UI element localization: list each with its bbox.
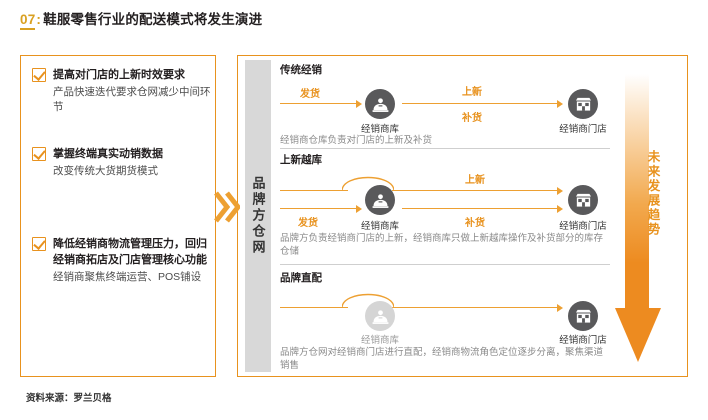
flow-row-title: 上新越库 (280, 154, 322, 166)
flow-line (402, 208, 560, 210)
row-divider (280, 264, 610, 265)
store-icon (568, 185, 598, 215)
drivers-list: 提高对门店的上新时效要求 产品快速迭代要求仓网减少中间环节 掌握终端真实动销数据… (21, 56, 215, 376)
page-title-number: 07 (20, 12, 36, 30)
source-note: 资料来源：罗兰贝格 (26, 393, 112, 404)
list-item-desc: 产品快速迭代要求仓网减少中间环节 (53, 86, 211, 113)
store-icon (568, 301, 598, 331)
store-icon (568, 89, 598, 119)
trend-label: 未来发展趋势 (645, 150, 660, 237)
checkbox-checked-icon (32, 237, 46, 251)
node-label: 经销商库 (360, 221, 399, 232)
list-item: 降低经销商物流管理压力，回归经销商拓店及门店管理核心功能 经销商聚焦终端运营、P… (32, 236, 212, 285)
warehouse-icon (365, 185, 395, 215)
flow-arrowhead-icon (557, 99, 563, 108)
flow-row-note: 品牌方负责经销商门店的上新，经销商库只做上新越库操作及补货部分的库存仓储 (280, 233, 604, 257)
list-item-title: 降低经销商物流管理压力，回归经销商拓店及门店管理核心功能 (53, 238, 207, 266)
flow-arrowhead-icon (557, 204, 563, 213)
flow-row-title: 传统经销 (280, 64, 322, 76)
flow-line (392, 307, 560, 309)
warehouse-glyph (372, 97, 388, 112)
warehouse-icon (365, 89, 395, 119)
flow-row-direct: 品牌直配 经销商库 经销商门店 品牌方仓网对经销商门店进行直配，经销商物流角色定… (280, 270, 610, 371)
flow-row-title: 品牌直配 (280, 272, 322, 284)
list-item-header: 降低经销商物流管理压力，回归经销商拓店及门店管理核心功能 (32, 236, 212, 268)
node-label: 经销商库 (360, 124, 399, 135)
flow-tag: 补货 (465, 218, 485, 229)
flow-tag: 上新 (462, 87, 482, 98)
node-label: 经销商门店 (559, 124, 607, 135)
page-title-text: 鞋服零售行业的配送模式将发生演进 (43, 12, 263, 27)
flow-row-note: 品牌方仓网对经销商门店进行直配，经销商物流角色定位逐步分离，聚焦渠道销售 (280, 347, 604, 371)
flow-arrowhead-icon (356, 99, 362, 108)
list-item: 提高对门店的上新时效要求 产品快速迭代要求仓网减少中间环节 (32, 67, 212, 115)
flow-arrowhead-icon (356, 204, 362, 213)
node-label: 经销商门店 (559, 221, 607, 232)
warehouse-icon (365, 301, 395, 331)
flow-line (280, 190, 348, 192)
node-label: 经销商门店 (559, 335, 607, 346)
flow-row-traditional: 传统经销 发货 经销商库 上新 补货 经销商门店 经销商仓库负责对门店的上新及补… (280, 62, 610, 148)
brand-warehouse-network-label: 品牌方仓网 (250, 176, 266, 256)
list-item-title: 掌握终端真实动销数据 (53, 148, 163, 160)
list-item-header: 提高对门店的上新时效要求 (32, 67, 212, 83)
flow-arrowhead-icon (557, 303, 563, 312)
bypass-arc (342, 176, 394, 192)
warehouse-glyph (372, 309, 388, 324)
list-item-title: 提高对门店的上新时效要求 (53, 69, 185, 81)
flow-line (402, 103, 560, 105)
flow-line (392, 190, 560, 192)
list-item-desc: 改变传统大货期货模式 (53, 165, 158, 177)
store-glyph (575, 97, 591, 111)
flow-line (280, 307, 348, 309)
flow-arrowhead-icon (557, 186, 563, 195)
flow-tag: 上新 (465, 175, 485, 186)
flow-row-crossdock: 上新越库 上新 发货 补货 经销商库 经销商门店 品牌方负责经销商门店的上新，经 (280, 152, 610, 258)
checkbox-checked-icon (32, 147, 46, 161)
store-glyph (575, 193, 591, 207)
node-label: 经销商库 (360, 335, 399, 346)
warehouse-glyph (372, 193, 388, 208)
double-chevron-right-icon (214, 191, 240, 223)
flow-row-note: 经销商仓库负责对门店的上新及补货 (280, 135, 433, 146)
flow-panel (237, 55, 688, 377)
list-item-desc: 经销商聚焦终端运营、POS铺设 (53, 271, 202, 283)
brand-warehouse-network-bar: 品牌方仓网 (245, 60, 271, 372)
store-glyph (575, 309, 591, 323)
checkbox-checked-icon (32, 68, 46, 82)
page-title: 07:鞋服零售行业的配送模式将发生演进 (20, 8, 263, 30)
flow-tag: 补货 (462, 113, 482, 124)
page-title-colon: : (36, 12, 42, 27)
flow-line (280, 208, 358, 210)
drivers-panel: 提高对门店的上新时效要求 产品快速迭代要求仓网减少中间环节 掌握终端真实动销数据… (20, 55, 216, 377)
flow-tag: 发货 (298, 218, 318, 229)
list-item-header: 掌握终端真实动销数据 (32, 146, 212, 162)
flow-tag: 发货 (300, 89, 320, 100)
row-divider (280, 148, 610, 149)
flow-line (280, 103, 358, 105)
down-arrow-gradient-icon (615, 74, 661, 362)
bypass-arc (342, 293, 394, 309)
list-item: 掌握终端真实动销数据 改变传统大货期货模式 (32, 146, 212, 179)
